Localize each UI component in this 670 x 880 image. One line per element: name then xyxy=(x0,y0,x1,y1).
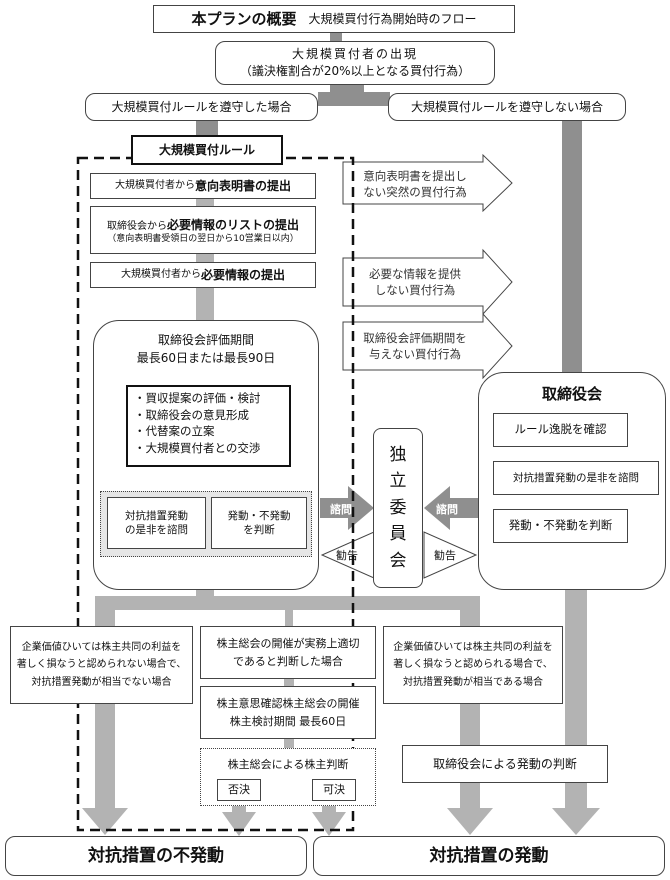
vote-reject: 否決 xyxy=(217,779,261,801)
board-item-decide: 発動・不発動を判断 xyxy=(493,509,628,543)
task-item: ・買収提案の評価・検討 xyxy=(134,391,261,405)
branch-not-comply: 大規模買付ルールを遵守しない場合 xyxy=(388,93,626,121)
appearance-box: 大規模買付者の出現 （議決権割合が20%以上となる買付行為） xyxy=(215,41,495,85)
vote-approve: 可決 xyxy=(312,779,356,801)
connector-comply-down xyxy=(196,118,218,136)
shareholder-vote-box: 株主総会による株主判断 否決 可決 xyxy=(200,748,376,806)
board-down xyxy=(565,588,587,746)
result-not-invoked: 対抗措置の不発動 xyxy=(5,836,307,876)
outcome-no-harm: 企業価値ひいては株主共同の利益を 著しく損なうと認められない場合で、 対抗措置発… xyxy=(10,626,193,704)
violation-text-3: 取締役会評価期間を 与えない買付行為 xyxy=(363,331,467,362)
board-decision-box: 取締役会による発動の判断 xyxy=(402,745,608,783)
outcome-harm: 企業価値ひいては株主共同の利益を 著しく損なうと認められる場合で、 対抗措置発動… xyxy=(383,626,563,704)
evaluation-period-box: 取締役会評価期間 最長60日または最長90日 ・買収提案の評価・検討 ・取締役会… xyxy=(93,320,319,590)
step-info-submit: 大規模買付者から 必要情報の提出 xyxy=(90,262,316,288)
evaluation-tasks: ・買収提案の評価・検討 ・取締役会の意見形成 ・代替案の立案 ・大規模買付者との… xyxy=(126,385,291,467)
board-box: 取締役会 ルール逸脱を確認 対抗措置発動の是非を諮問 発動・不発動を判断 xyxy=(478,372,666,590)
branch-bar xyxy=(318,92,390,106)
violation-arrow-3 xyxy=(342,312,513,380)
board-item-confirm: ルール逸脱を確認 xyxy=(493,413,628,447)
connector-meeting1-2 xyxy=(284,678,294,686)
board-title: 取締役会 xyxy=(541,385,602,403)
task-item: ・代替案の立案 xyxy=(134,424,215,439)
consult-left-label: 諮問 xyxy=(330,503,352,516)
down-right-head xyxy=(447,808,493,835)
step-info-list-note: （意向表明書受領日の翌日から10営業日以内） xyxy=(107,234,299,245)
down-left-head xyxy=(82,808,128,835)
consult-right-label: 諮問 xyxy=(436,503,458,516)
connector-step2-step3 xyxy=(196,252,214,264)
rule-title-box: 大規模買付ルール xyxy=(131,135,283,165)
consult-arrow-left xyxy=(320,486,374,530)
result-invoked: 対抗措置の発動 xyxy=(313,836,665,876)
connector-noncomply-down xyxy=(562,118,582,373)
connector-step1-step2 xyxy=(196,198,214,208)
sub-decide-box: 発動・不発動 を判断 xyxy=(211,497,307,549)
connector-bar-meeting xyxy=(285,610,293,628)
task-item: ・取締役会の意見形成 xyxy=(134,407,249,422)
violation-text-2: 必要な情報を提供 しない買付行為 xyxy=(369,267,461,298)
evaluation-period: 最長60日または最長90日 xyxy=(136,351,276,365)
board-item-consult: 対抗措置発動の是非を諮問 xyxy=(493,461,659,495)
connector-step3-eval xyxy=(196,288,214,322)
step-info-list: 取締役会から必要情報のリストの提出 （意向表明書受領日の翌日から10営業日以内） xyxy=(90,206,316,254)
connector-header-appearance xyxy=(330,30,342,42)
evaluation-subgroup: 対抗措置発動 の是非を諮問 発動・不発動 を判断 xyxy=(100,491,312,557)
approve-arrow-head xyxy=(312,812,346,836)
violation-arrow-1 xyxy=(342,153,513,213)
distribution-bar xyxy=(95,596,480,610)
outcome-meeting-practical: 株主総会の開催が実務上適切 であると判断した場合 xyxy=(200,626,376,679)
consult-arrow-right xyxy=(424,486,478,530)
reject-arrow-head xyxy=(222,812,256,836)
header-box: 本プランの概要 大規模買付行為開始時のフロー xyxy=(153,5,515,33)
violation-text-1: 意向表明書を提出し ない突然の買付行為 xyxy=(363,169,467,200)
sub-consult-box: 対抗措置発動 の是非を諮問 xyxy=(107,497,206,549)
appearance-line2: （議決権割合が20%以上となる買付行為） xyxy=(239,64,471,78)
vote-title: 株主総会による株主判断 xyxy=(227,758,349,771)
page-subtitle: 大規模買付行為開始時のフロー xyxy=(308,11,477,26)
board-down-head xyxy=(552,808,600,835)
outcome-meeting-held: 株主意思確認株主総会の開催 株主検討期間 最長60日 xyxy=(200,686,376,739)
advise-left-label: 勧告 xyxy=(336,549,358,562)
advise-arrow-right-head xyxy=(423,531,478,579)
task-item: ・大規模買付者との交渉 xyxy=(134,441,261,456)
page-title: 本プランの概要 xyxy=(191,9,297,28)
evaluation-title: 取締役会評価期間 xyxy=(157,333,254,347)
violation-arrow-2 xyxy=(342,248,513,316)
branch-comply: 大規模買付ルールを遵守した場合 xyxy=(85,93,318,121)
connector-meeting2-vote xyxy=(284,738,294,748)
appearance-line1: 大規模買付者の出現 xyxy=(291,47,418,62)
advise-right-label: 勧告 xyxy=(434,549,456,562)
step-intent-letter: 大規模買付者から 意向表明書の提出 xyxy=(90,173,316,199)
independent-committee-box: 独 立 委 員 会 xyxy=(373,428,423,588)
